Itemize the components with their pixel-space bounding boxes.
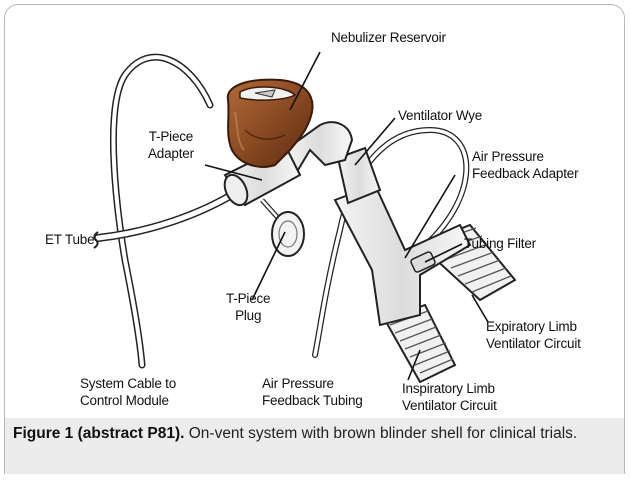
label-feedback-tubing-line2: Feedback Tubing: [262, 392, 363, 409]
label-t-piece-plug-line2: Plug: [226, 307, 270, 324]
label-feedback-tubing-line1: Air Pressure: [262, 375, 363, 392]
label-system-cable-line1: System Cable to: [80, 375, 176, 392]
label-t-piece-adapter-line2: Adapter: [148, 145, 194, 162]
label-et-tube: ET Tube: [45, 231, 94, 248]
label-t-piece-adapter-line1: T-Piece: [148, 128, 194, 145]
label-system-cable: System Cable to Control Module: [80, 375, 176, 409]
label-expiratory-limb: Expiratory Limb Ventilator Circuit: [486, 318, 581, 352]
label-t-piece-plug: T-Piece Plug: [226, 290, 270, 324]
figure-caption: Figure 1 (abstract P81). On-vent system …: [13, 423, 613, 444]
label-t-piece-adapter: T-Piece Adapter: [148, 128, 194, 162]
t-piece-plug: [262, 200, 304, 256]
label-ventilator-wye: Ventilator Wye: [398, 107, 482, 124]
label-system-cable-line2: Control Module: [80, 392, 176, 409]
label-nebulizer-reservoir: Nebulizer Reservoir: [331, 29, 446, 46]
label-expiratory-limb-line2: Ventilator Circuit: [486, 335, 581, 352]
label-inspiratory-limb: Inspiratory Limb Ventilator Circuit: [402, 380, 497, 414]
label-t-piece-plug-line1: T-Piece: [226, 290, 270, 307]
label-tubing-filter: Tubing Filter: [464, 235, 536, 252]
label-air-pressure-feedback-adapter: Air Pressure Feedback Adapter: [472, 148, 578, 182]
label-feedback-adapter-line1: Air Pressure: [472, 148, 578, 165]
caption-text: On-vent system with brown blinder shell …: [184, 425, 577, 442]
caption-label: Figure 1 (abstract P81).: [13, 425, 184, 442]
label-feedback-adapter-line2: Feedback Adapter: [472, 165, 578, 182]
label-expiratory-limb-line1: Expiratory Limb: [486, 318, 581, 335]
label-air-pressure-feedback-tubing: Air Pressure Feedback Tubing: [262, 375, 363, 409]
ventilator-wye: [335, 148, 470, 325]
label-inspiratory-limb-line1: Inspiratory Limb: [402, 380, 497, 397]
label-inspiratory-limb-line2: Ventilator Circuit: [402, 397, 497, 414]
